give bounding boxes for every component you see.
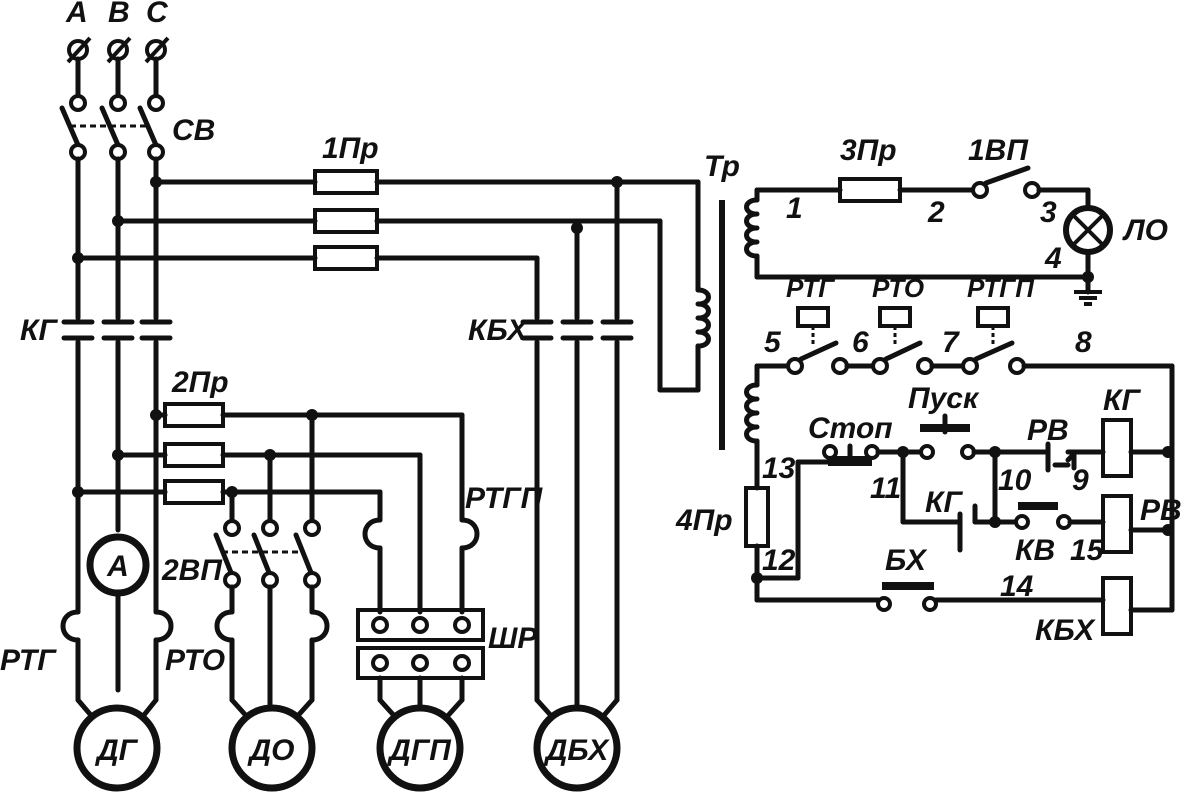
rtgp-contact-label: РТГП (967, 273, 1035, 303)
relay-rto-label: РТО (165, 644, 225, 677)
kg-contact-label: КГ (925, 486, 963, 519)
plug-shr (356, 608, 485, 680)
stop-label: Стоп (808, 412, 893, 445)
motor-dg: ДГ (73, 704, 161, 792)
ground-icon (1074, 290, 1102, 306)
motor-dgp: ДГП (376, 704, 464, 792)
rto-contact-label: РТО (872, 273, 924, 303)
motor-dgp-label: ДГП (386, 734, 452, 767)
node-1: 1 (786, 192, 803, 225)
phase-c-label: C (146, 0, 169, 29)
node-3: 3 (1040, 196, 1057, 229)
ammeter-label: А (106, 550, 129, 583)
lamp-lo (1063, 205, 1113, 255)
relay-rtgp-label: РТГП (465, 482, 544, 515)
bx-label: БХ (885, 544, 928, 577)
stop-button (822, 443, 880, 466)
node-11: 11 (870, 472, 901, 505)
bx-contact (876, 582, 938, 612)
main-switch-sv (59, 105, 165, 161)
relay-rtg-label: РТГ (0, 644, 57, 677)
node-14: 14 (1000, 570, 1034, 603)
node-7: 7 (942, 326, 960, 359)
motor-do: ДО (228, 704, 316, 792)
plug-shr-label: ШР (488, 622, 538, 655)
phase-a-label: A (65, 0, 88, 29)
kg-coil-label: КГ (1103, 384, 1141, 417)
switch-2vp-label: 2ВП (161, 554, 223, 587)
control-circuit (744, 306, 1175, 636)
transformer-label: Тр (704, 150, 740, 183)
main-switch-label: СВ (172, 114, 215, 147)
relay-contact-rtgp (961, 306, 1026, 375)
switch-1vp-label: 1ВП (968, 134, 1029, 167)
motor-dbx: ДБХ (533, 704, 621, 792)
node-10: 10 (998, 464, 1032, 497)
rv-coil-label: РВ (1140, 494, 1182, 527)
switch-2vp (213, 532, 321, 589)
motor-dbx-label: ДБХ (543, 734, 611, 767)
rv-contact (1037, 441, 1077, 473)
motor-do-label: ДО (247, 734, 295, 767)
fuse-2pr (75, 402, 465, 505)
labels: A B C СВ КГ 1Пр КБХ 2Пр РТГП 2ВП РТГ РТО… (0, 0, 1182, 677)
contactor-kbx-contacts (520, 319, 634, 341)
start-button (919, 413, 976, 460)
terminal-a (66, 36, 92, 112)
fuse-1pr (75, 169, 701, 271)
node-2: 2 (927, 196, 945, 229)
node-8: 8 (1075, 326, 1092, 359)
lighting-circuit (744, 165, 1113, 306)
lamp-label: ЛО (1122, 214, 1168, 247)
rv-contact-label: РВ (1027, 414, 1069, 447)
node-6: 6 (852, 326, 869, 359)
coil-kbx (1101, 576, 1133, 636)
coil-rv (1101, 494, 1133, 554)
coil-kg (1101, 418, 1133, 478)
kg-hold-contact (937, 503, 978, 553)
ammeter: А (86, 533, 150, 693)
kv-contact (1014, 502, 1072, 530)
relay-contact-rtg (786, 306, 849, 375)
fuse-3pr-label: 3Пр (840, 134, 897, 167)
fuse-2pr-label: 2Пр (171, 366, 229, 399)
fuse-1pr-label: 1Пр (322, 132, 379, 165)
kbx-coil-label: КБХ (1035, 614, 1096, 647)
terminal-b (106, 36, 132, 112)
relay-contact-rto (871, 306, 934, 375)
node-4: 4 (1044, 242, 1062, 275)
node-9: 9 (1072, 464, 1089, 497)
rtg-contact-label: РТГ (786, 273, 835, 303)
node-13: 13 (762, 452, 796, 485)
node-12: 12 (762, 544, 796, 577)
start-label: Пуск (908, 382, 980, 415)
phase-b-label: B (108, 0, 130, 29)
power-circuit: А ДГ (59, 36, 711, 792)
node-5: 5 (764, 326, 782, 359)
motor-dg-label: ДГ (94, 734, 139, 767)
contactor-kg-contacts (61, 319, 173, 341)
terminal-c (144, 36, 170, 112)
contactor-kg-label: КГ (20, 314, 58, 347)
fuse-4pr (744, 486, 770, 548)
node-15: 15 (1070, 534, 1105, 567)
contactor-kbx-label: КБХ (468, 314, 529, 347)
kv-label: КВ (1015, 534, 1055, 567)
fuse-4pr-label: 4Пр (675, 504, 733, 537)
